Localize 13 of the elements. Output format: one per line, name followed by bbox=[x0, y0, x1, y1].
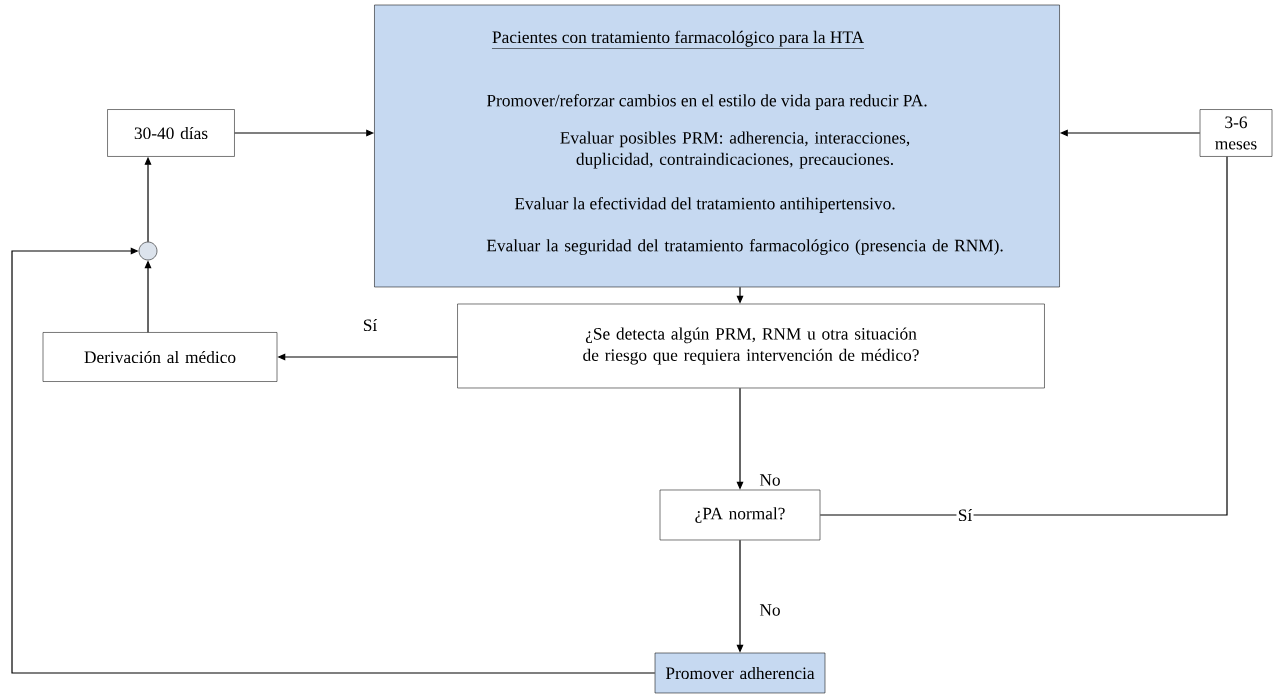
edge-label: No bbox=[758, 472, 782, 488]
process-box: Promover adherencia bbox=[654, 652, 826, 694]
process-box: Derivación al médico bbox=[42, 332, 278, 382]
junction-circle bbox=[138, 241, 158, 261]
decision-box: ¿Se detecta algún PRM, RNM u otra situación de riesgo que requiera intervención de médico? bbox=[457, 303, 1045, 389]
time-box: 3-6 meses bbox=[1199, 109, 1273, 157]
time-box: 30-40 días bbox=[107, 109, 235, 157]
edge-label: Sí bbox=[361, 317, 379, 333]
arrow bbox=[11, 247, 656, 674]
edge-label: No bbox=[758, 602, 782, 618]
process-box: Pacientes con tratamiento farmacológico para la HTA Promover/reforzar cambios en el estilo de vida para reducir PA. Evaluar posibles PRM: adherencia, interacciones, duplicidad, contraindicaciones, precauciones. Evaluar la efectividad del tratamiento antihipertensivo. Evaluar la seguridad del tratamiento farmacológico (presencia de RNM). bbox=[374, 4, 1060, 288]
decision-box: ¿PA normal? bbox=[659, 489, 821, 541]
edge-label: Sí bbox=[956, 507, 974, 523]
